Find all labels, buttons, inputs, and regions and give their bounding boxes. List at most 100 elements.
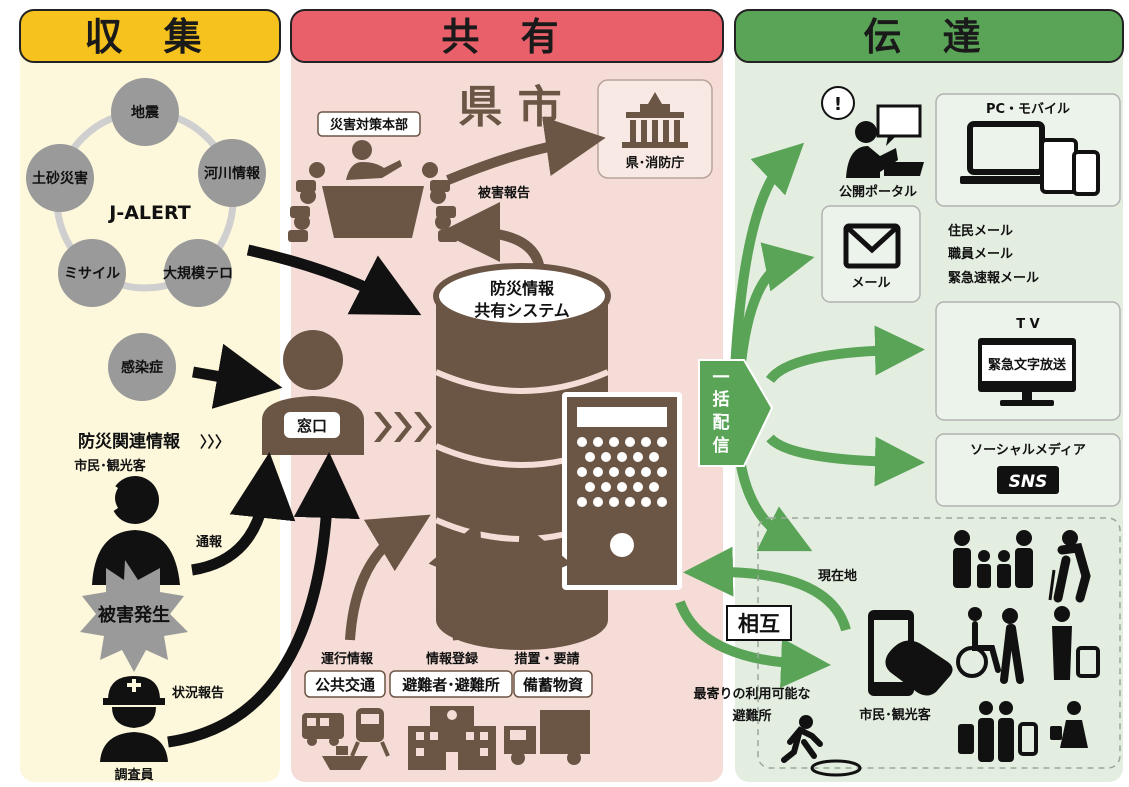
sns-text: SNS (1009, 472, 1048, 492)
government-building-icon (622, 92, 688, 148)
server-speaker-dot (577, 497, 587, 507)
jalert-circle-river: 河川情報 (198, 139, 266, 207)
hq-label-box (317, 111, 421, 137)
laptop-icon: ! (821, 86, 924, 178)
jalert-circle-earthquake: 地震 (111, 78, 179, 146)
system-label-line2: 共有システム (474, 301, 570, 320)
server-speaker-dot (585, 452, 595, 462)
collect-panel (20, 30, 280, 782)
jalert-title: J-ALERT (107, 202, 191, 224)
window-chevron (394, 412, 412, 442)
citizens-label: 市民･観光客 (74, 458, 147, 474)
report-label: 通報 (196, 534, 223, 550)
travelers-group-icon (958, 701, 1088, 762)
location-label: 現在地 (818, 568, 857, 584)
collect-header (19, 9, 281, 63)
server-speaker-dot (577, 437, 587, 447)
window-chevron (374, 412, 392, 442)
fire-agency-label: 県･消防庁 (626, 155, 685, 171)
arrow-hq-to-agency (446, 116, 606, 185)
server-speaker-dot (641, 497, 651, 507)
arrow-status-to-window (167, 452, 360, 748)
share-header (290, 9, 724, 63)
damage-label: 被害発生 (98, 604, 170, 626)
bulk-char: 信 (713, 435, 730, 456)
bulk-char: 一 (713, 368, 730, 388)
server-speaker-dot (649, 482, 659, 492)
nearest-line2: 避難所 (732, 708, 771, 724)
server-speaker-dot (609, 467, 619, 477)
server-speaker-dot (585, 482, 595, 492)
server-icon (562, 392, 682, 590)
window-label: 窓口 (297, 417, 327, 435)
elderly-icon (1048, 530, 1091, 603)
mail-item: 緊急速報メール (948, 270, 1039, 286)
arrow-server-to-shelter (675, 600, 831, 689)
server-speaker-dot (641, 467, 651, 477)
sns-badge (997, 466, 1059, 494)
person-icon: 窓口 (262, 330, 364, 455)
related-info-arrows: 〉〉〉 (200, 433, 230, 451)
server-speaker-dot (601, 452, 611, 462)
arrow-registration-to-system (428, 520, 484, 641)
arrow-bulk-to-portal (730, 142, 805, 371)
damage-report-label: 被害報告 (477, 185, 530, 201)
arrow-bulk-to-mail (735, 242, 815, 373)
infection-label: 感染症 (121, 359, 163, 376)
jalert-circle-terror: 大規模テロ (163, 239, 233, 307)
jalert-ring: 地震 河川情報 大規模テロ ミサイル 土砂災害 J-ALERT (26, 78, 266, 307)
arrow-bulk-to-citizens (735, 459, 813, 552)
bus-icon (302, 713, 344, 746)
school-icon (408, 706, 496, 770)
truck-icon (504, 710, 590, 765)
jalert-item-label: 土砂災害 (32, 170, 88, 187)
nearest-line1: 最寄りの利用可能な (693, 686, 810, 702)
arrow-citizens-to-server (683, 546, 851, 632)
runner-icon (781, 715, 862, 777)
ship-icon (322, 746, 368, 770)
portal-label: 公開ポータル (839, 184, 917, 200)
jalert-item-label: ミサイル (64, 266, 120, 282)
mail-item: 住民メール (948, 223, 1013, 239)
share-header-label: 共 有 (441, 15, 572, 59)
deliver-header-label: 伝 達 (863, 15, 994, 59)
server-speaker-dot (625, 437, 635, 447)
hq-label: 災害対策本部 (330, 117, 408, 133)
server-speaker-dot (601, 482, 611, 492)
sub3-small: 措置・要請 (514, 651, 579, 667)
damage-starburst: 被害発生 (80, 560, 188, 672)
server-speaker-dot (617, 452, 627, 462)
arrow-transit-to-system (345, 514, 431, 641)
investigator-label: 調査員 (114, 767, 153, 783)
jalert-item-label: 地震 (131, 104, 160, 121)
server-speaker-dot (625, 497, 635, 507)
server-speaker-dot (657, 497, 667, 507)
sub3-box (513, 670, 593, 698)
arrow-system-to-hq (440, 202, 545, 272)
arrow-infection-to-window (192, 343, 283, 409)
status-report-label: 状況報告 (172, 685, 224, 701)
tv-screen-text: 緊急文字放送 (988, 357, 1067, 373)
family-icon (953, 530, 1033, 588)
sub2-box (389, 670, 513, 698)
related-info-label: 防災関連情報 (78, 431, 181, 452)
sub3-box-label: 備蓄物資 (523, 676, 583, 694)
server-speaker-dot (593, 497, 603, 507)
mail-item: 職員メール (948, 246, 1013, 262)
server-speaker-dot (649, 452, 659, 462)
server-speaker-dot (617, 482, 627, 492)
svg-text:!: ! (834, 94, 842, 115)
wheelchair-icon (956, 607, 1024, 684)
pref-city-label: 県 市 (458, 82, 561, 133)
sub2-small: 情報登録 (426, 651, 479, 667)
sub1-box-label: 公共交通 (315, 676, 375, 694)
arrow-bulk-to-tv (765, 325, 925, 384)
jalert-circle-missile: ミサイル (58, 239, 126, 307)
worker-icon (100, 676, 168, 762)
collect-header-label: 収 集 (84, 15, 215, 59)
smartphone-touch-icon (868, 610, 953, 696)
citizens-deliver-label: 市民･観光客 (859, 707, 932, 723)
mutual-label: 相互 (738, 612, 780, 636)
